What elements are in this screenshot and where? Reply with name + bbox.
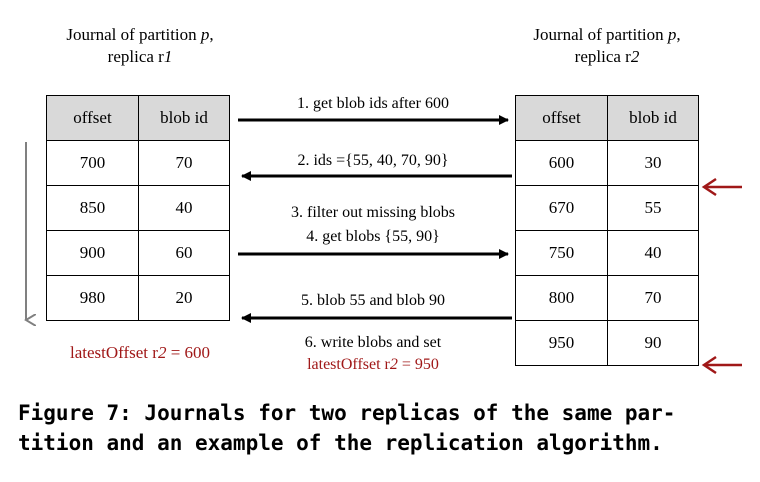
red-pointer-arrow-upper: [701, 177, 742, 197]
message-6-line1: 6. write blobs and set: [304, 334, 442, 351]
blob-id-cell: 60: [138, 230, 230, 276]
offset-cell: 950: [515, 320, 608, 366]
replica1-title-line2: replica r1: [107, 47, 173, 66]
table-row: 950 90: [515, 320, 699, 366]
offset-cell: 980: [46, 275, 139, 321]
message-6-line2: latestOffset r2 = 950: [307, 356, 439, 373]
figure-caption: Figure 7: Journals for two replicas of t…: [18, 398, 748, 458]
replica2-title-line2: replica r2: [574, 47, 640, 66]
column-header-offset: offset: [515, 95, 608, 141]
red-pointer-arrow-lower: [701, 355, 742, 375]
offset-cell: 750: [515, 230, 608, 276]
replica2-title-line1: Journal of partition p,: [533, 25, 681, 44]
table-row: 900 60: [46, 230, 230, 276]
table-row: 980 20: [46, 275, 230, 321]
table-row: 600 30: [515, 140, 699, 186]
table-row: 800 70: [515, 275, 699, 321]
table-row: 700 70: [46, 140, 230, 186]
message-4: 4. get blobs {55, 90}: [306, 228, 440, 245]
offset-cell: 850: [46, 185, 139, 231]
table-row: 850 40: [46, 185, 230, 231]
message-2: 2. ids ={55, 40, 70, 90}: [297, 152, 449, 169]
blob-id-cell: 90: [607, 320, 699, 366]
blob-id-cell: 70: [607, 275, 699, 321]
column-header-blob-id: blob id: [138, 95, 230, 141]
blob-id-cell: 40: [138, 185, 230, 231]
caption-line2: tition and an example of the replication…: [18, 431, 663, 455]
offset-cell: 670: [515, 185, 608, 231]
replica2-title: Journal of partition p, replica r2: [497, 24, 717, 68]
replica1-journal-table: offset blob id 700 70 850 40 900 60 980 …: [46, 95, 230, 321]
replica1-latest-offset: latestOffset r2 = 600: [69, 343, 211, 362]
offset-cell: 900: [46, 230, 139, 276]
replica1-title-line1: Journal of partition p,: [66, 25, 214, 44]
message-3: 3. filter out missing blobs: [291, 204, 455, 221]
caption-line1: Figure 7: Journals for two replicas of t…: [18, 401, 676, 425]
blob-id-cell: 55: [607, 185, 699, 231]
message-5: 5. blob 55 and blob 90: [301, 292, 445, 309]
blob-id-cell: 30: [607, 140, 699, 186]
message-1: 1. get blob ids after 600: [297, 95, 449, 112]
replica1-title: Journal of partition p, replica r1: [30, 24, 250, 68]
offset-cell: 700: [46, 140, 139, 186]
replica2-journal-table: offset blob id 600 30 670 55 750 40 800 …: [515, 95, 699, 366]
blob-id-cell: 20: [138, 275, 230, 321]
table-row: 670 55: [515, 185, 699, 231]
